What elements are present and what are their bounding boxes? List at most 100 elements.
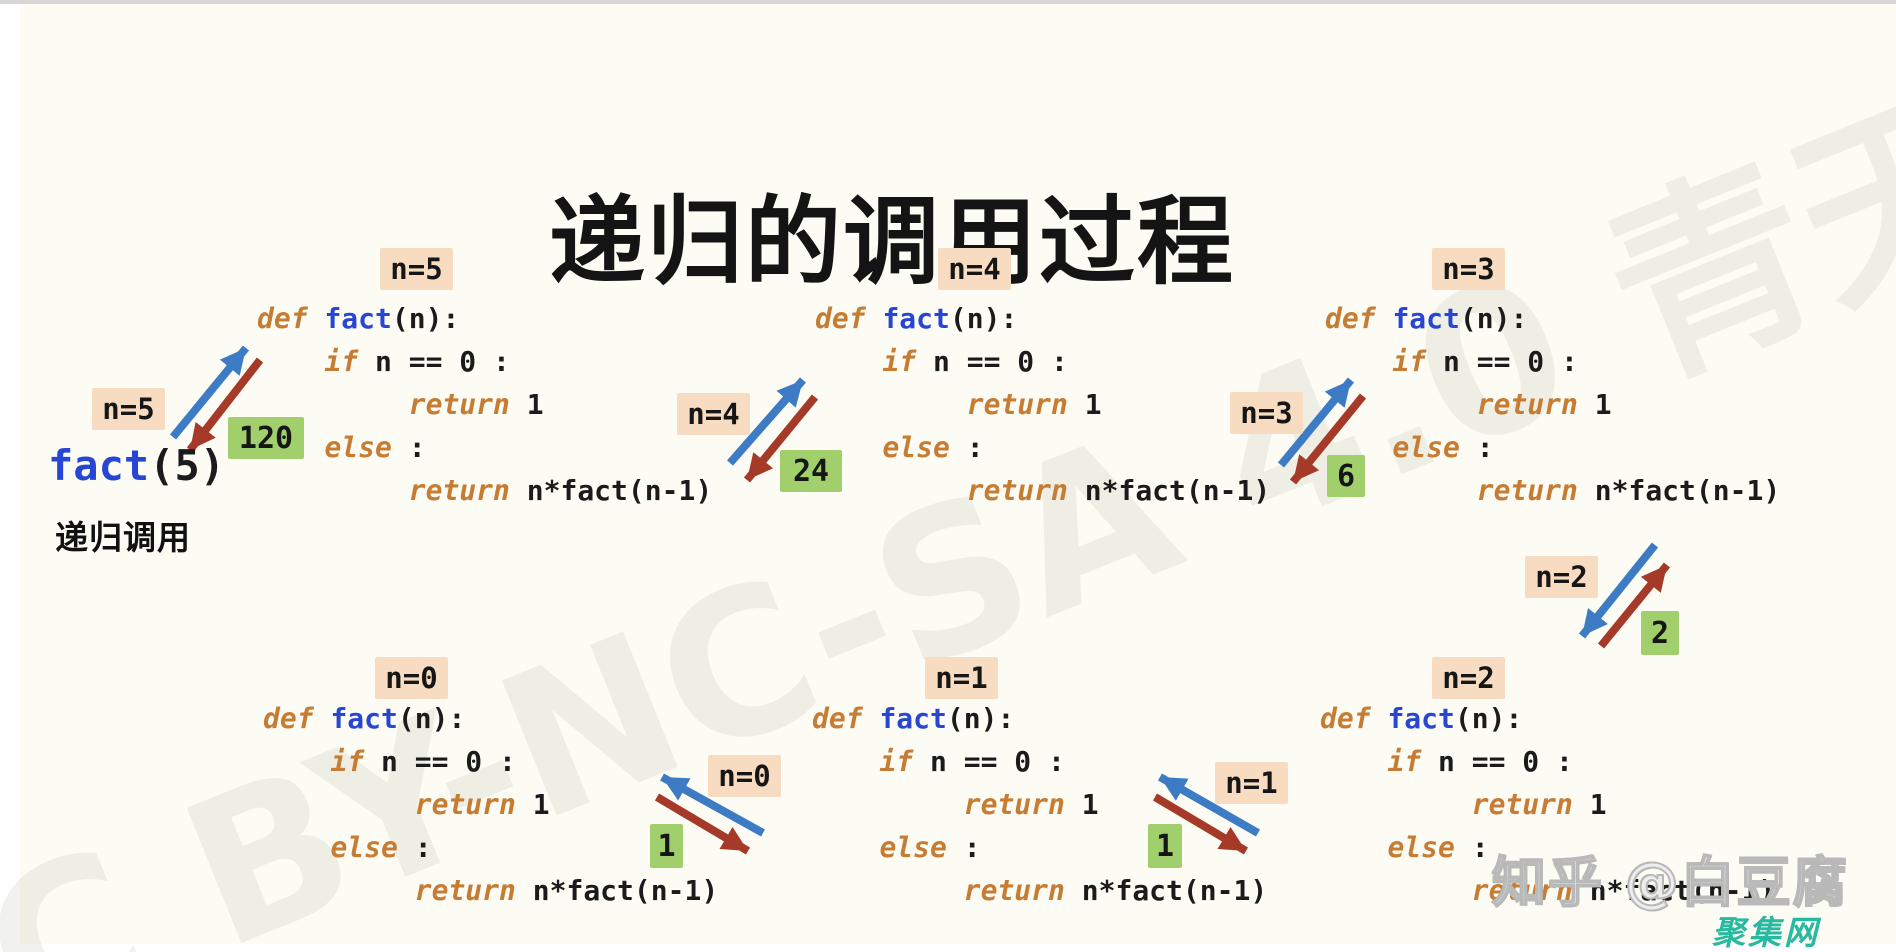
call-arg-label: n=3 [1230, 392, 1303, 434]
code-token: n*fact(n-1) [515, 874, 719, 907]
call-arg-label: n=0 [708, 755, 781, 797]
code-token: else [882, 431, 950, 464]
code-line: return n*fact(n-1) [1320, 869, 1775, 912]
code-token: : [391, 431, 426, 464]
code-token: fact [1392, 302, 1460, 335]
code-token: 1 [1067, 388, 1102, 421]
code-token: else [879, 831, 947, 864]
code-token: return [414, 874, 516, 907]
code-token: fact [48, 441, 150, 490]
code-token: n*fact(n-1) [1067, 474, 1271, 507]
code-token: else [1392, 431, 1460, 464]
code-token: n == 0 : [916, 345, 1068, 378]
code-token: : [946, 831, 981, 864]
code-line: else : [815, 426, 1270, 469]
call-arg-label: n=1 [1215, 762, 1288, 804]
code-line: return n*fact(n-1) [815, 469, 1270, 512]
frame-arg-label: n=2 [1432, 657, 1505, 699]
code-token: return [1476, 474, 1578, 507]
code-line: if n == 0 : [263, 740, 718, 783]
code-line: else : [263, 826, 718, 869]
code-line: if n == 0 : [815, 340, 1270, 383]
call-arg-label: n=4 [677, 393, 750, 435]
top-edge-strip [0, 0, 1896, 4]
code-token: (n): [949, 302, 1018, 335]
code-token: return [408, 474, 510, 507]
code-token: n*fact(n-1) [509, 474, 713, 507]
code-token: fact [1387, 702, 1455, 735]
code-token: def [263, 702, 331, 735]
code-token: def [812, 702, 880, 735]
call-arg-label: n=5 [92, 388, 165, 430]
code-token: (n): [946, 702, 1015, 735]
code-token: : [397, 831, 432, 864]
code-line: if n == 0 : [1320, 740, 1775, 783]
code-line: return 1 [1320, 783, 1775, 826]
code-line: return n*fact(n-1) [1325, 469, 1780, 512]
code-token: : [1459, 431, 1494, 464]
left-edge-strip [0, 4, 20, 952]
code-line: return n*fact(n-1) [257, 469, 712, 512]
code-line: else : [812, 826, 1267, 869]
code-token: else [324, 431, 392, 464]
return-value-badge: 2 [1641, 611, 1679, 655]
code-token: n == 0 : [1421, 745, 1573, 778]
code-token: fact [882, 302, 950, 335]
return-value-badge: 120 [228, 417, 304, 459]
code-token: def [1320, 702, 1388, 735]
frame-arg-label: n=4 [938, 248, 1011, 290]
code-token: (n): [397, 702, 466, 735]
code-token: 1 [515, 788, 550, 821]
caller-expression: fact(5) [48, 445, 225, 487]
code-token: if [882, 345, 917, 378]
frame-arg-label: n=5 [380, 248, 453, 290]
frame-arg-label: n=3 [1432, 248, 1505, 290]
page-title: 递归的调用过程 [549, 186, 1235, 299]
return-value-badge: 24 [780, 450, 842, 492]
return-value-badge: 1 [1148, 824, 1182, 868]
bottom-edge-strip [0, 944, 1896, 952]
code-token: n == 0 : [1426, 345, 1578, 378]
call-arg-label: n=2 [1525, 556, 1598, 598]
return-value-badge: 6 [1327, 455, 1365, 497]
code-token: else [1387, 831, 1455, 864]
frame-arg-label: n=1 [925, 657, 998, 699]
code-token: return [963, 874, 1065, 907]
code-token: n == 0 : [358, 345, 510, 378]
code-token: 1 [1572, 788, 1607, 821]
code-line: return 1 [257, 383, 712, 426]
code-token: (n): [391, 302, 460, 335]
code-line: if n == 0 : [1325, 340, 1780, 383]
code-line: return n*fact(n-1) [263, 869, 718, 912]
code-token: if [1387, 745, 1422, 778]
code-line: def fact(n): [263, 697, 718, 740]
code-token: return [966, 388, 1068, 421]
code-token: n*fact(n-1) [1572, 874, 1776, 907]
code-line: def fact(n): [812, 697, 1267, 740]
code-token: else [330, 831, 398, 864]
code-token: 1 [1064, 788, 1099, 821]
caller-caption: 递归调用 [55, 518, 191, 557]
code-token: : [1454, 831, 1489, 864]
code-token: fact [330, 702, 398, 735]
code-line: def fact(n): [815, 297, 1270, 340]
code-line: return 1 [1325, 383, 1780, 426]
code-line: else : [257, 426, 712, 469]
code-line: return 1 [812, 783, 1267, 826]
code-token: fact [879, 702, 947, 735]
code-token: 1 [509, 388, 544, 421]
code-token: n*fact(n-1) [1064, 874, 1268, 907]
code-line: if n == 0 : [257, 340, 712, 383]
frame-arg-label: n=0 [375, 657, 448, 699]
code-token: : [949, 431, 984, 464]
code-token: return [408, 388, 510, 421]
code-line: if n == 0 : [812, 740, 1267, 783]
code-token: if [330, 745, 365, 778]
code-token: if [324, 345, 359, 378]
code-token: return [414, 788, 516, 821]
